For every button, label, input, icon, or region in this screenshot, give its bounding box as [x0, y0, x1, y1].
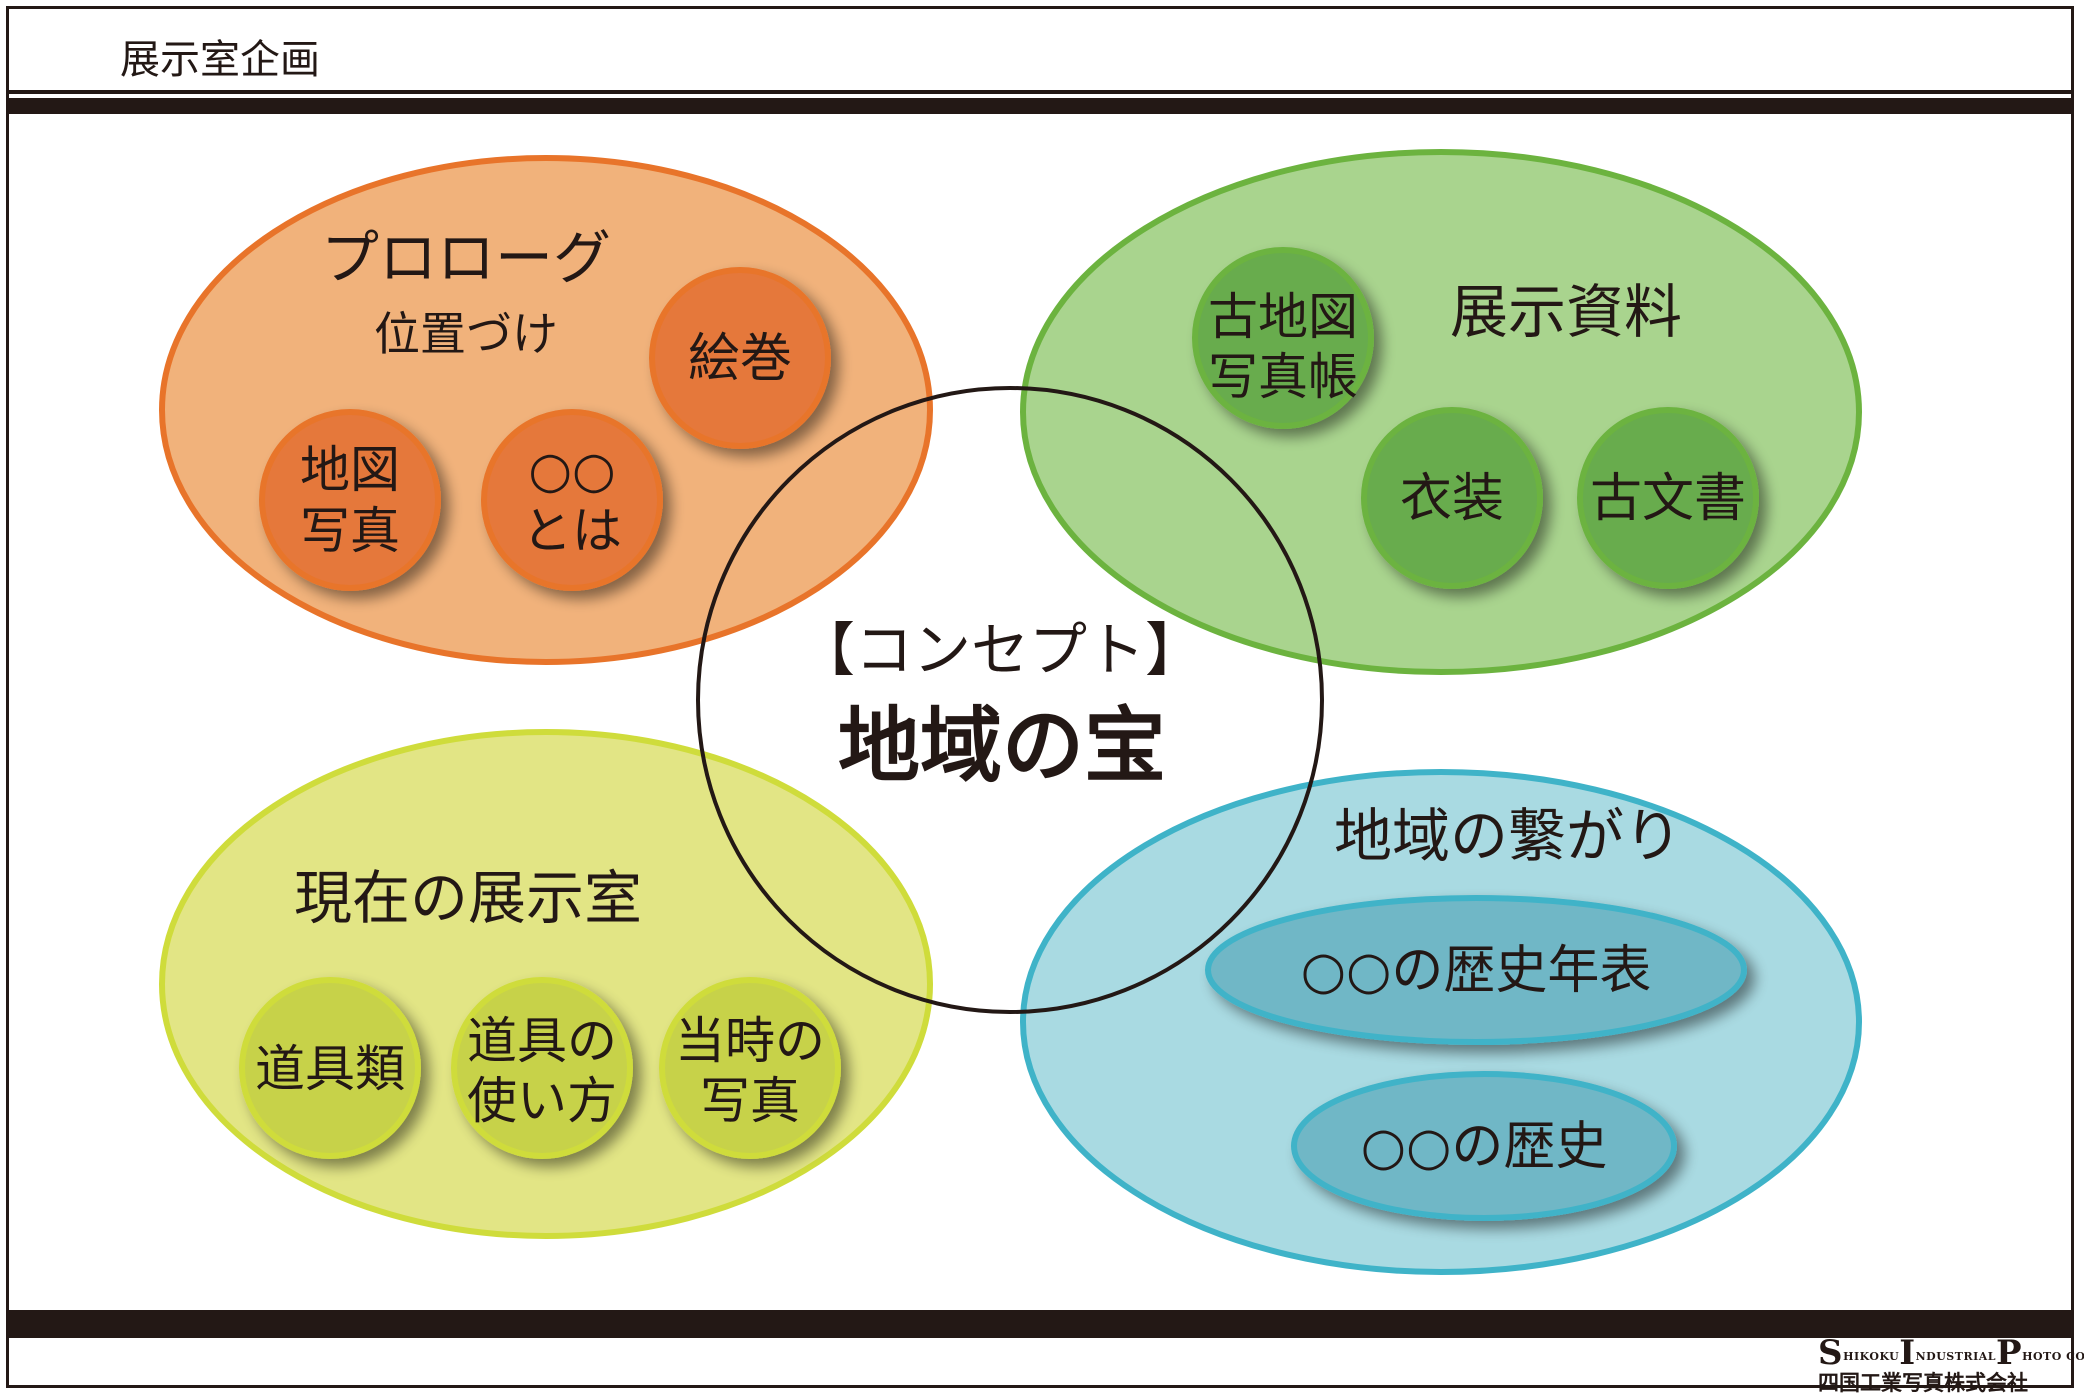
materials-group: 展示資料 古地図 写真帳 衣装 古文書 [1020, 149, 1862, 675]
item-label-line1: 道具の [467, 1012, 617, 1070]
item-label: 道具類 [255, 1040, 405, 1098]
item-label-line2: とは [522, 502, 622, 560]
connections-title: 地域の繋がり [1334, 802, 1682, 870]
concept-title: 地域の宝 [838, 699, 1166, 794]
item-label: ○○の歴史 [1361, 1117, 1608, 1177]
page-title: 展示室企画 [120, 37, 320, 83]
concept-circle [696, 386, 1324, 1014]
item-label: 絵巻 [688, 329, 792, 389]
footer-rule [8, 1310, 2074, 1338]
materials-title: 展示資料 [1450, 278, 1682, 346]
materials-item-old-map: 古地図 写真帳 [1192, 247, 1374, 429]
connections-item-history: ○○の歴史 [1291, 1071, 1677, 1221]
current-group: 現在の展示室 道具類 道具の 使い方 当時の 写真 [159, 729, 933, 1239]
item-label-line1: 当時の [675, 1012, 825, 1070]
prologue-item-emaki: 絵巻 [649, 267, 831, 449]
item-label: ○○の歴史年表 [1301, 941, 1652, 1001]
current-item-photos: 当時の 写真 [659, 977, 841, 1159]
item-label-line1: 地図 [300, 441, 400, 499]
current-item-usage: 道具の 使い方 [451, 977, 633, 1159]
concept-group: 【コンセプト】 地域の宝 [696, 386, 1324, 1014]
connections-group: 地域の繋がり ○○の歴史年表 ○○の歴史 [1020, 769, 1862, 1275]
prologue-group: プロローグ 位置づけ 絵巻 地図 写真 ○○ とは [159, 155, 933, 665]
prologue-item-about: ○○ とは [481, 409, 663, 591]
prologue-subtitle: 位置づけ [374, 307, 558, 361]
item-label-line2: 写真帳 [1208, 348, 1358, 406]
current-title: 現在の展示室 [294, 864, 642, 932]
prologue-item-map-photo: 地図 写真 [259, 409, 441, 591]
company-name: 四国工業写真株式会社 [1818, 1371, 2028, 1395]
page-frame [6, 6, 2074, 1388]
prologue-title: プロローグ [321, 224, 611, 292]
header-rule-thin [8, 90, 2074, 94]
item-label: 衣装 [1400, 469, 1504, 529]
current-item-tools: 道具類 [239, 977, 421, 1159]
item-label-line1: 古地図 [1208, 288, 1358, 346]
item-label: 古文書 [1590, 469, 1746, 529]
item-label-line2: 写真 [300, 502, 400, 560]
item-label-line1: ○○ [528, 441, 615, 499]
item-label-line2: 写真 [700, 1072, 800, 1130]
item-label-line2: 使い方 [467, 1072, 617, 1130]
materials-item-documents: 古文書 [1577, 407, 1759, 589]
header-rule-thick [8, 98, 2074, 114]
materials-item-costume: 衣装 [1361, 407, 1543, 589]
concept-heading: 【コンセプト】 [797, 616, 1203, 684]
connections-item-timeline: ○○の歴史年表 [1205, 895, 1747, 1045]
logo-mark: SHIKOKUINDUSTRIALPHOTO CORPORATION [1818, 1333, 2084, 1373]
company-logo: SHIKOKUINDUSTRIALPHOTO CORPORATION 四国工業写… [1818, 1333, 2084, 1396]
